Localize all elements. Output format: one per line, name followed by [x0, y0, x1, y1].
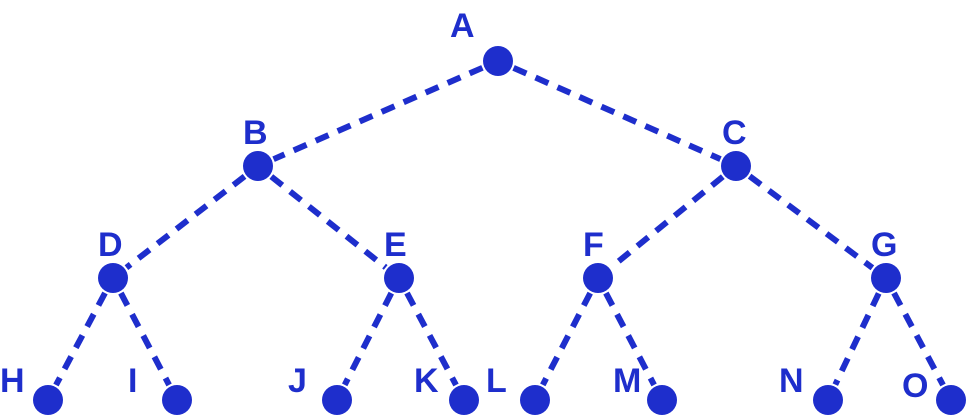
node-label-g: G: [871, 226, 897, 264]
node-label-b: B: [243, 114, 268, 152]
edge-g-o: [891, 291, 946, 387]
node-label-j: J: [288, 362, 307, 400]
edge-e-k: [404, 291, 459, 387]
edge-e-j: [342, 291, 394, 387]
node-label-n: N: [779, 362, 804, 400]
edge-c-g: [747, 173, 875, 271]
edge-b-e: [269, 174, 388, 270]
node-label-l: L: [486, 362, 507, 400]
node-e: [384, 263, 414, 293]
edge-g-n: [832, 292, 882, 386]
node-label-h: H: [0, 362, 25, 400]
node-m: [647, 385, 677, 415]
node-label-c: C: [722, 114, 747, 152]
node-label-f: F: [583, 226, 604, 264]
edge-d-i: [118, 291, 172, 387]
edge-f-l: [540, 291, 593, 387]
node-b: [243, 151, 273, 181]
node-i: [162, 385, 192, 415]
tree-labels: A B C D E F G H I J K L M N O: [0, 7, 928, 405]
edge-b-d: [124, 174, 247, 270]
edge-f-m: [603, 291, 657, 387]
node-o: [936, 385, 966, 415]
edge-a-c: [512, 65, 722, 162]
node-j: [322, 385, 352, 415]
node-c: [721, 151, 751, 181]
node-f: [583, 263, 613, 293]
node-h: [33, 385, 63, 415]
edge-c-f: [609, 174, 725, 270]
node-a: [483, 46, 513, 76]
node-label-a: A: [450, 7, 475, 45]
node-n: [813, 385, 843, 415]
node-d: [98, 263, 128, 293]
edge-a-b: [272, 65, 484, 162]
node-g: [871, 263, 901, 293]
node-k: [449, 385, 479, 415]
node-label-d: D: [98, 226, 123, 264]
node-label-k: K: [414, 362, 439, 400]
node-label-o: O: [902, 367, 928, 405]
tree-edges: [53, 65, 946, 387]
node-l: [520, 385, 550, 415]
node-label-m: M: [613, 362, 641, 400]
node-label-e: E: [384, 226, 407, 264]
edge-d-h: [53, 291, 108, 387]
tree-nodes: [33, 46, 966, 415]
node-label-i: I: [128, 362, 137, 400]
